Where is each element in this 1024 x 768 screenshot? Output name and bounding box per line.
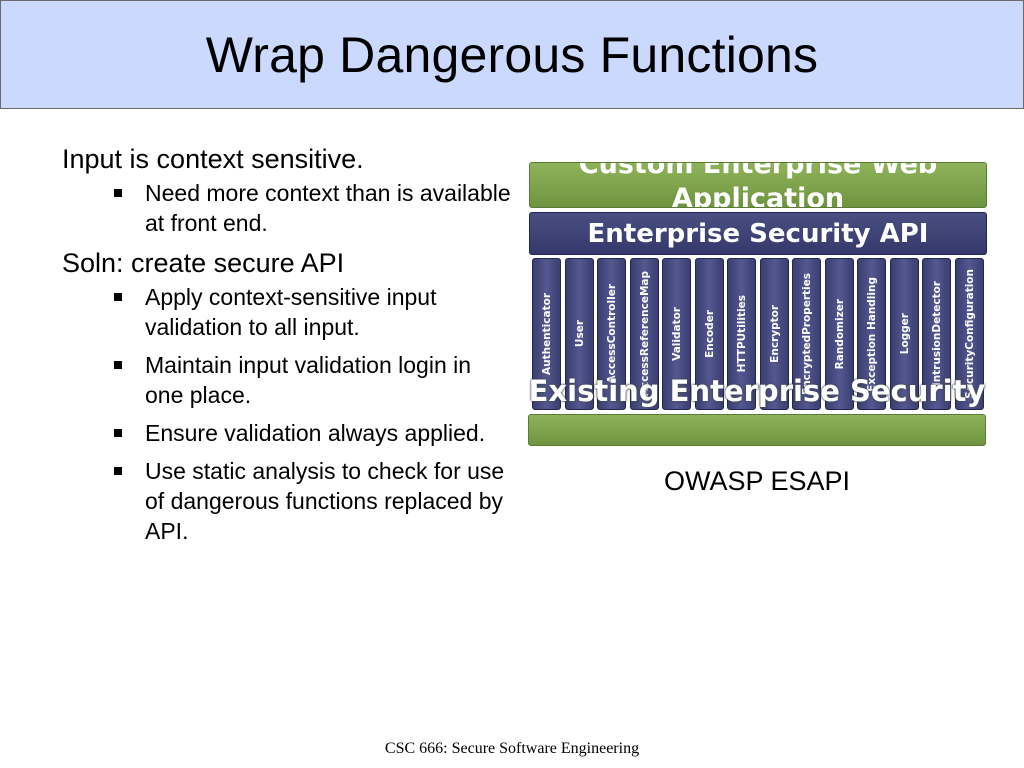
slide-title: Wrap Dangerous Functions xyxy=(205,26,819,83)
component-accesscontroller: AccessController xyxy=(597,258,626,410)
api-components: Authenticator User AccessController AccessR… xyxy=(532,258,987,410)
existing-security-layer xyxy=(528,414,986,446)
component-label: HTTPUtilities xyxy=(735,295,748,373)
component-label: Randomizer xyxy=(833,298,846,370)
content-area: Input is context sensitive. Need more co… xyxy=(62,142,512,554)
api-layer-label: Enterprise Security API xyxy=(587,218,929,249)
component-randomizer: Randomizer xyxy=(825,258,854,410)
subpoint-text: Apply context-sensitive input validation… xyxy=(145,284,437,340)
custom-layer-label: Custom Enterprise Web Application xyxy=(578,162,938,208)
component-authenticator: Authenticator xyxy=(532,258,561,410)
esapi-diagram: Custom Enterprise Web Application Enterp… xyxy=(527,160,987,450)
component-label: Encryptor xyxy=(768,305,781,363)
component-label: IntrusionDetector xyxy=(930,281,943,387)
component-label: Encoder xyxy=(703,310,716,358)
subpoint-2-4: Use static analysis to check for use of … xyxy=(62,456,512,546)
component-securityconfiguration: SecurityConfiguration xyxy=(955,258,984,410)
component-logger: Logger xyxy=(890,258,919,410)
square-bullet-icon xyxy=(114,467,122,475)
component-label: Authenticator xyxy=(540,292,553,376)
slide-footer: CSC 666: Secure Software Engineering xyxy=(384,740,640,757)
custom-application-layer: Custom Enterprise Web Application xyxy=(529,162,987,208)
component-httputilities: HTTPUtilities xyxy=(727,258,756,410)
square-bullet-icon xyxy=(114,429,122,437)
point-2: Soln: create secure API xyxy=(62,248,345,278)
component-encoder: Encoder xyxy=(695,258,724,410)
existing-layer-label: Existing Enterprise Security xyxy=(528,374,986,408)
subpoint-2-3: Ensure validation always applied. xyxy=(62,418,512,448)
subpoint-2-2: Maintain input validation login in one p… xyxy=(62,350,512,410)
subpoint-text: Need more context than is available at f… xyxy=(145,180,511,236)
subpoint-text: Ensure validation always applied. xyxy=(145,420,486,446)
component-validator: Validator xyxy=(662,258,691,410)
title-bar: Wrap Dangerous Functions xyxy=(0,0,1024,109)
square-bullet-icon xyxy=(114,189,122,197)
component-intrusiondetector: IntrusionDetector xyxy=(922,258,951,410)
square-bullet-icon xyxy=(114,361,122,369)
component-exception-handling: Exception Handling xyxy=(857,258,886,410)
point-1: Input is context sensitive. xyxy=(62,144,364,174)
component-label: User xyxy=(573,320,586,348)
subpoint-text: Maintain input validation login in one p… xyxy=(145,352,472,408)
subpoint-text: Use static analysis to check for use of … xyxy=(145,458,505,544)
subpoint-2-1: Apply context-sensitive input validation… xyxy=(62,282,512,342)
security-api-layer: Enterprise Security API xyxy=(529,212,987,255)
square-bullet-icon xyxy=(114,293,122,301)
component-encryptedproperties: EncryptedProperties xyxy=(792,258,821,410)
component-encryptor: Encryptor xyxy=(760,258,789,410)
subpoint-1-1: Need more context than is available at f… xyxy=(62,178,512,238)
diagram-caption: OWASP ESAPI xyxy=(663,466,851,496)
component-label: Logger xyxy=(898,313,911,355)
component-user: User xyxy=(565,258,594,410)
component-label: Validator xyxy=(670,307,683,361)
component-accessreferencemap: AccessReferenceMap xyxy=(630,258,659,410)
component-label: AccessController xyxy=(605,284,618,384)
